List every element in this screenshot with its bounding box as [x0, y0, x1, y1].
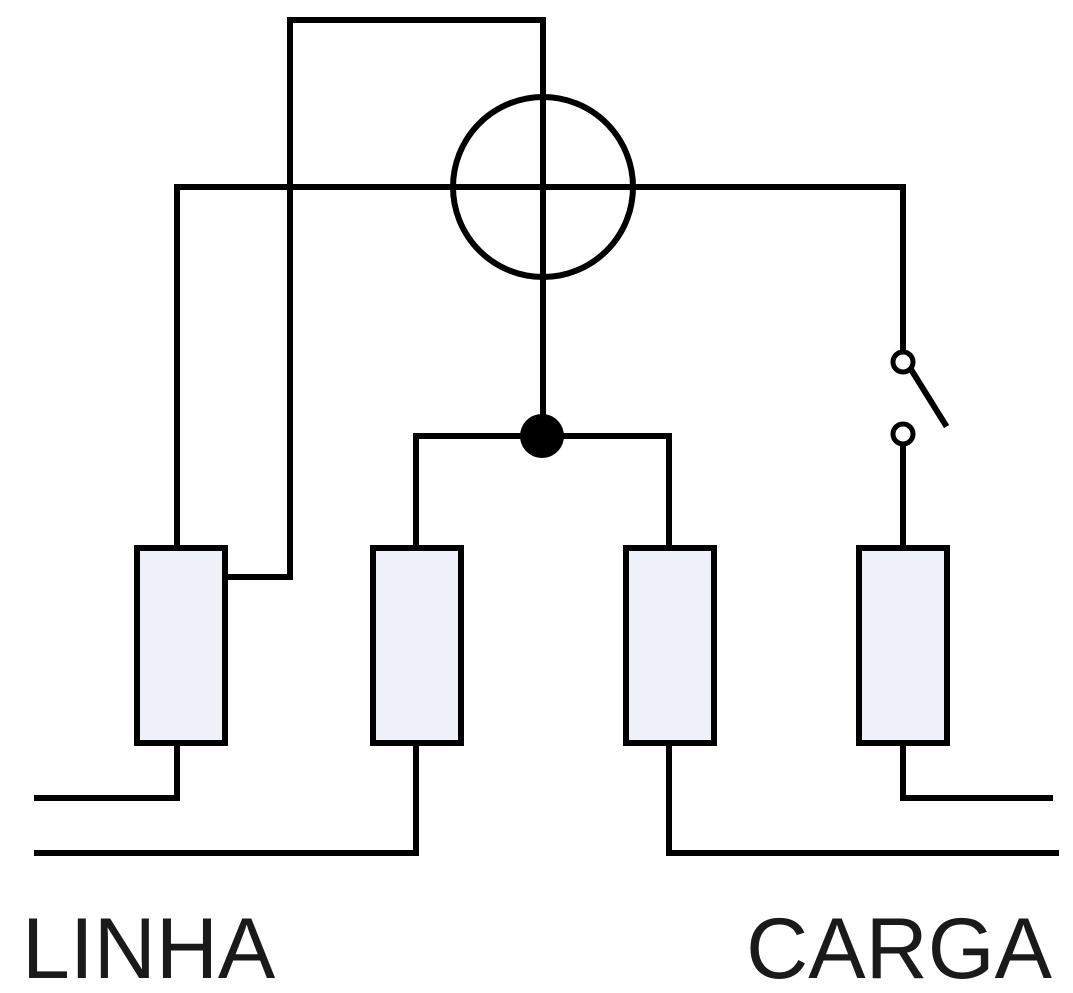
element-box-4: [856, 545, 950, 746]
top-loop-wire: [226, 17, 546, 580]
switch-upper-terminal: [890, 349, 916, 375]
element-box-2: [370, 545, 464, 746]
load-upper-wire: [900, 740, 1053, 801]
load-label: CARGA: [746, 901, 1052, 993]
junction-dot: [520, 414, 564, 458]
switch-lower-terminal: [890, 421, 916, 447]
line-label: LINHA: [22, 901, 276, 993]
meter-circle: [450, 94, 636, 280]
switch-blade: [907, 366, 950, 429]
load-lower-wire: [666, 740, 1059, 856]
element-box-1: [134, 545, 228, 746]
line-upper-wire: [34, 740, 180, 801]
line-lower-wire: [34, 740, 419, 856]
horizontal-meter-wire: [174, 184, 906, 551]
element-box-3: [623, 545, 717, 746]
